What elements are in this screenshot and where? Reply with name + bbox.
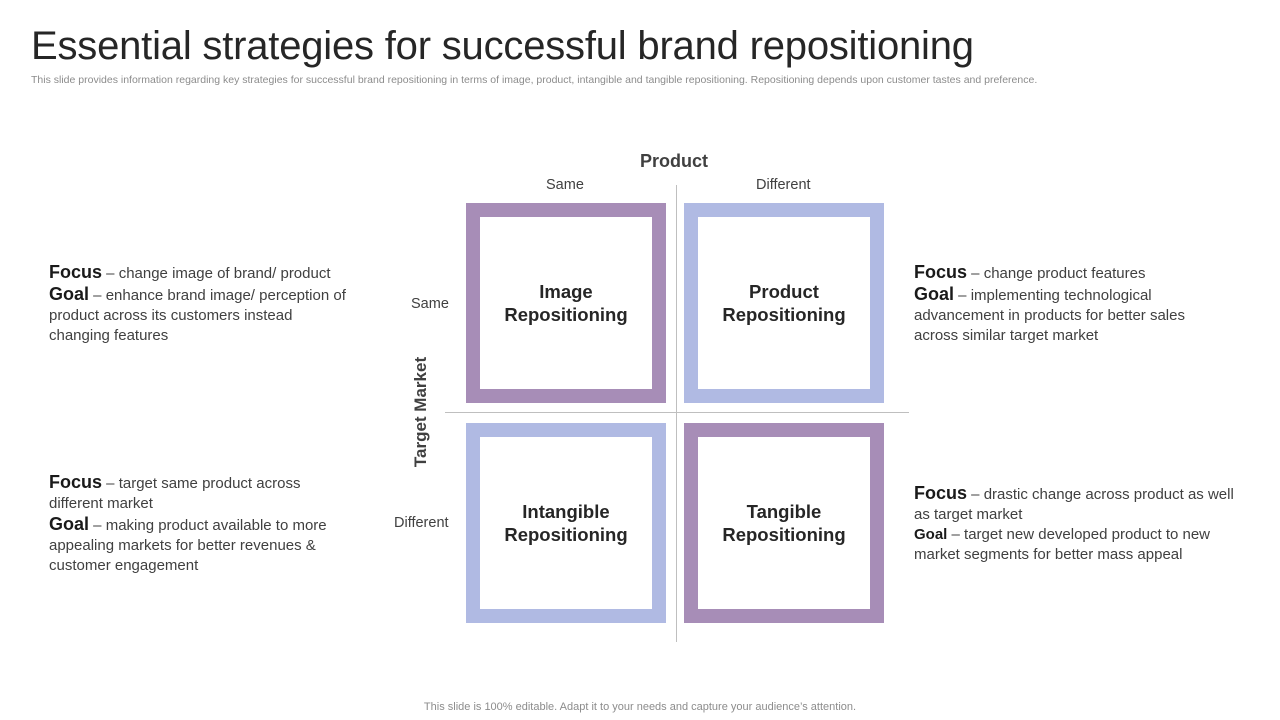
quadrant-label: Image Repositioning xyxy=(504,281,628,325)
focus-text: – target same product across different m… xyxy=(49,475,301,512)
focus-line: Focus – change image of brand/ product xyxy=(49,262,354,284)
description-bottom-left: Focus – target same product across diffe… xyxy=(49,472,334,576)
quadrant-label: Intangible Repositioning xyxy=(504,501,628,545)
goal-text: – enhance brand image/ perception of pro… xyxy=(49,287,346,344)
focus-line: Focus – change product features xyxy=(914,262,1229,284)
focus-text: – drastic change across product as well … xyxy=(914,486,1234,523)
footer-note: This slide is 100% editable. Adapt it to… xyxy=(423,701,857,713)
page-subtitle: This slide provides information regardin… xyxy=(31,74,1038,86)
x-axis-title: Product xyxy=(640,151,709,171)
quadrant-label: Product Repositioning xyxy=(722,281,846,325)
goal-text: – implementing technological advancement… xyxy=(914,287,1185,344)
description-top-right: Focus – change product features Goal – i… xyxy=(914,262,1229,346)
focus-key: Focus xyxy=(914,483,968,503)
goal-line: Goal – implementing technological advanc… xyxy=(914,284,1229,346)
goal-line: Goal – enhance brand image/ perception o… xyxy=(49,284,354,346)
y-axis-label-same: Same xyxy=(411,296,449,312)
quadrant-label: Tangible Repositioning xyxy=(722,501,846,545)
focus-key: Focus xyxy=(49,472,103,492)
goal-key: Goal xyxy=(914,526,948,543)
quadrant-tangible-repositioning: Tangible Repositioning xyxy=(684,423,884,623)
focus-text: – change image of brand/ product xyxy=(102,265,331,282)
x-axis-label-different: Different xyxy=(756,177,811,193)
vertical-divider xyxy=(676,185,677,642)
page-title: Essential strategies for successful bran… xyxy=(31,24,974,68)
focus-line: Focus – target same product across diffe… xyxy=(49,472,334,514)
x-axis-label-same: Same xyxy=(546,177,584,193)
horizontal-divider xyxy=(445,412,909,413)
focus-key: Focus xyxy=(914,262,968,282)
goal-key: Goal xyxy=(914,284,955,304)
goal-text: – target new developed product to new ma… xyxy=(914,526,1211,563)
quadrant-product-repositioning: Product Repositioning xyxy=(684,203,884,403)
goal-line: Goal – making product available to more … xyxy=(49,514,334,576)
goal-key: Goal xyxy=(49,284,90,304)
quadrant-intangible-repositioning: Intangible Repositioning xyxy=(466,423,666,623)
focus-key: Focus xyxy=(49,262,103,282)
goal-line: Goal – target new developed product to n… xyxy=(914,525,1244,565)
y-axis-label-different: Different xyxy=(394,515,449,531)
focus-text: – change product features xyxy=(967,265,1146,282)
focus-line: Focus – drastic change across product as… xyxy=(914,483,1244,525)
description-top-left: Focus – change image of brand/ product G… xyxy=(49,262,354,346)
goal-key: Goal xyxy=(49,514,90,534)
goal-text: – making product available to more appea… xyxy=(49,517,327,574)
description-bottom-right: Focus – drastic change across product as… xyxy=(914,483,1244,565)
quadrant-image-repositioning: Image Repositioning xyxy=(466,203,666,403)
y-axis-title: Target Market xyxy=(411,356,430,468)
